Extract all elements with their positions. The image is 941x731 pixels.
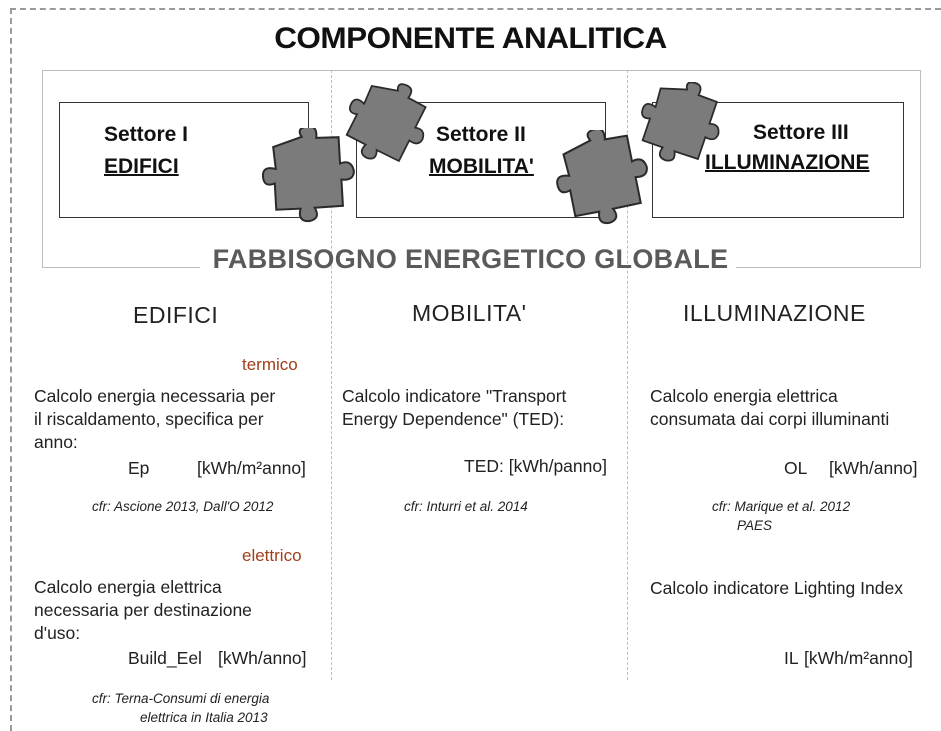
- sector-2-name: MOBILITA': [429, 155, 534, 178]
- column-heading-illuminazione: ILLUMINAZIONE: [683, 300, 866, 326]
- sector-1-title: Settore I: [104, 123, 189, 146]
- column-heading-edifici: EDIFICI: [133, 302, 219, 328]
- sector-1-name: EDIFICI: [104, 155, 179, 178]
- column-heading-mobilita: MOBILITA': [412, 300, 527, 326]
- sector-box-edifici: Settore I EDIFICI: [59, 102, 309, 218]
- illuminazione-text-2: consumata dai corpi illuminanti: [650, 409, 890, 429]
- build-eel-symbol: Build_Eel: [128, 648, 202, 668]
- edifici-elettrico-text-1: Calcolo energia elettrica: [34, 577, 222, 597]
- column-separator-1: [331, 70, 332, 680]
- sector-box-illuminazione: Settore III ILLUMINAZIONE: [652, 102, 904, 218]
- illuminazione-cfr-line-1: cfr: Marique et al. 2012: [712, 499, 851, 514]
- ep-symbol: Ep: [128, 458, 150, 478]
- ol-unit: [kWh/anno]: [829, 458, 918, 478]
- build-eel-unit: [kWh/anno]: [218, 648, 307, 668]
- elettrico-label: elettrico: [242, 546, 302, 565]
- page-title: COMPONENTE ANALITICA: [274, 22, 667, 55]
- sector-3-name: ILLUMINAZIONE: [705, 151, 870, 174]
- mobilita-text-1: Calcolo indicatore "Transport: [342, 386, 567, 406]
- edifici-termico-text-2: il riscaldamento, specifica per: [34, 409, 264, 429]
- frame-gap: [200, 258, 736, 276]
- global-energy-banner: FABBISOGNO ENERGETICO GLOBALE: [212, 244, 729, 274]
- ted-formula: TED: [kWh/panno]: [464, 456, 607, 476]
- sector-3-title: Settore III: [753, 121, 849, 144]
- mobilita-cfr: cfr: Inturri et al. 2014: [404, 499, 528, 514]
- edifici-elettrico-text-3: d'uso:: [34, 623, 81, 643]
- illuminazione-cfr-line-2: PAES: [737, 518, 773, 533]
- il-unit: [kWh/m²anno]: [804, 648, 913, 668]
- sector-2-title: Settore II: [436, 123, 526, 146]
- mobilita-text-2: Energy Dependence" (TED):: [342, 409, 565, 429]
- outer-dashed-border-left: [10, 8, 12, 731]
- ol-symbol: OL: [784, 458, 808, 478]
- puzzle-piece-icon: [262, 128, 355, 223]
- edifici-termico-text-1: Calcolo energia necessaria per: [34, 386, 276, 406]
- edifici-termico-text-3: anno:: [34, 432, 78, 452]
- edifici-cfr-2-line-1: cfr: Terna-Consumi di energia: [92, 691, 270, 706]
- edifici-elettrico-text-2: necessaria per destinazione: [34, 600, 252, 620]
- outer-dashed-border-top: [10, 8, 941, 10]
- termico-label: termico: [242, 355, 298, 374]
- puzzle-piece-icon: [556, 130, 648, 225]
- illuminazione-text-1: Calcolo energia elettrica: [650, 386, 838, 406]
- il-symbol: IL: [784, 648, 799, 668]
- puzzle-piece-icon: [641, 82, 720, 162]
- edifici-cfr-1: cfr: Ascione 2013, Dall'O 2012: [92, 499, 274, 514]
- ep-unit: [kWh/m²anno]: [197, 458, 306, 478]
- lighting-index-text: Calcolo indicatore Lighting Index: [650, 578, 903, 598]
- edifici-cfr-2-line-2: elettrica in Italia 2013: [140, 710, 268, 725]
- column-separator-2: [627, 70, 628, 680]
- puzzle-piece-icon: [345, 83, 427, 163]
